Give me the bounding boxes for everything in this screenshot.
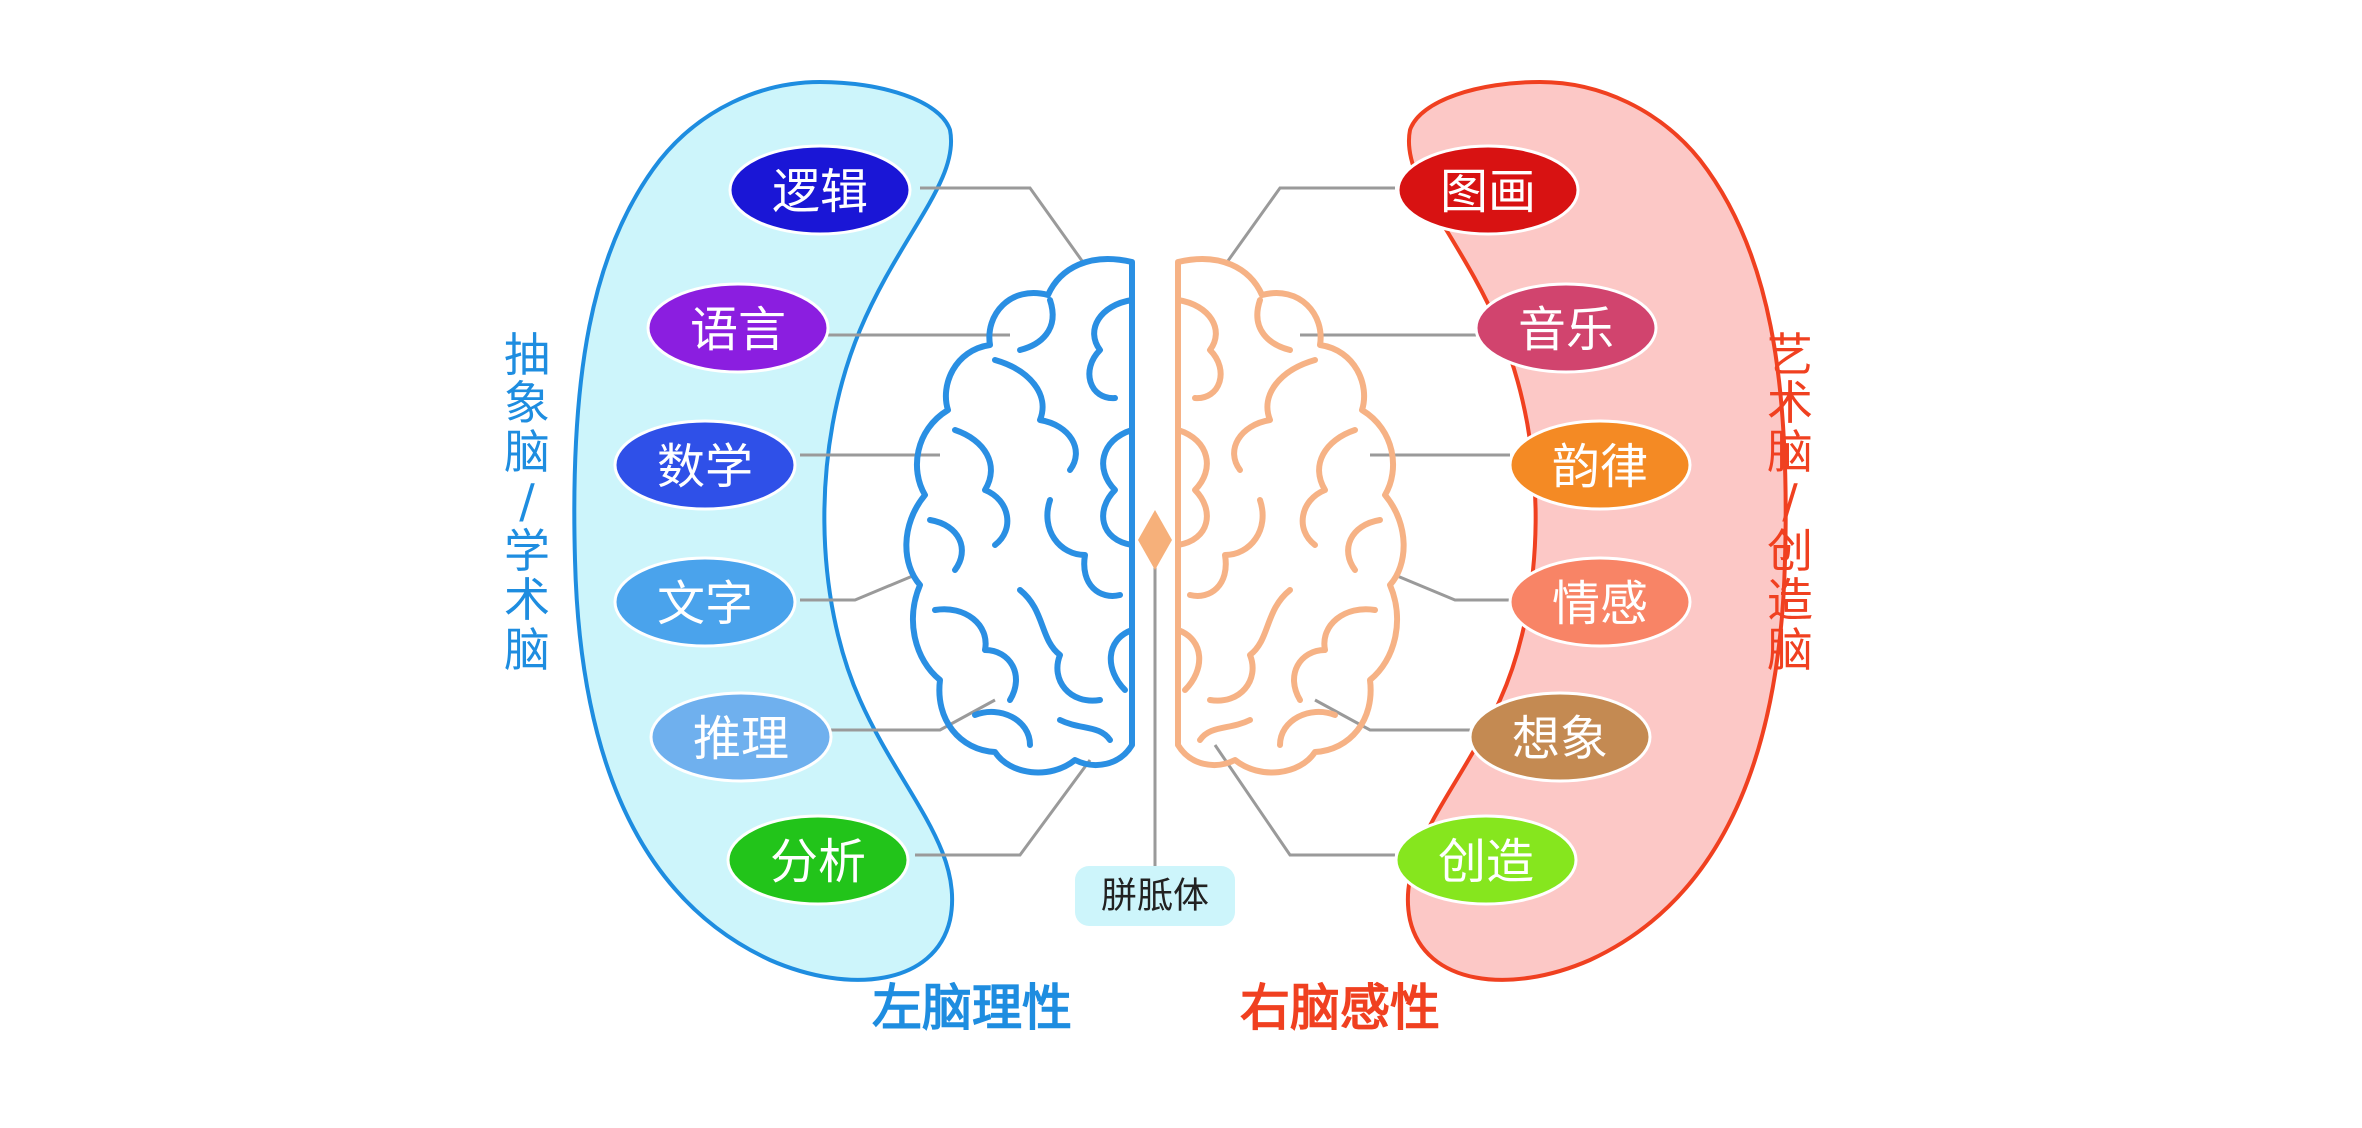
brain-fold (1197, 717, 1253, 743)
brain-fold (1187, 497, 1266, 599)
brain-fold (1207, 587, 1293, 704)
brain-fold (1057, 717, 1113, 743)
right-brain-hemisphere (1175, 256, 1407, 776)
brain-fold (972, 708, 1033, 748)
right-leader-lines (1153, 186, 1510, 870)
svg-text:图画: 图画 (1440, 164, 1536, 220)
brain-fold (1231, 357, 1318, 473)
brain-fold (1299, 427, 1358, 548)
right-pill-imagination: 想象 (1468, 691, 1652, 783)
svg-text:/: / (519, 474, 535, 528)
left-pill-logic: 逻辑 (728, 144, 912, 236)
svg-text:想象: 想象 (1512, 711, 1608, 767)
svg-text:创造: 创造 (1438, 834, 1534, 890)
svg-text:脑: 脑 (1767, 623, 1813, 677)
leader-line (830, 698, 996, 732)
left-pill-reasoning: 推理 (649, 691, 833, 783)
svg-text:推理: 推理 (693, 711, 789, 767)
svg-text:脑: 脑 (504, 623, 550, 677)
leader-line (800, 573, 916, 602)
brain-fold (1107, 627, 1135, 693)
brain-fold (1017, 587, 1103, 704)
corpus-callosum-label: 胼胝体 (1101, 876, 1209, 917)
left-pill-language: 语言 (646, 282, 830, 374)
svg-text:韵律: 韵律 (1552, 439, 1648, 495)
right-pill-drawing: 图画 (1396, 144, 1580, 236)
left-function-list: 逻辑 语言 数学 文字 推理 分析 (613, 144, 912, 906)
right-pill-music: 音乐 (1474, 282, 1658, 374)
svg-text:抽: 抽 (504, 328, 550, 382)
svg-text:脑: 脑 (504, 425, 550, 479)
left-brain-title: 左脑理性 (872, 979, 1072, 1037)
leader-line (915, 759, 1092, 857)
left-brain-hemisphere (903, 256, 1135, 776)
svg-text:术: 术 (504, 573, 550, 627)
brain-fold (1345, 517, 1383, 573)
corpus-callosum-node (1138, 510, 1172, 570)
brain-outline (1175, 256, 1407, 776)
brain-fold (1175, 427, 1210, 548)
brain-fold (932, 606, 1019, 703)
svg-text:逻辑: 逻辑 (772, 164, 868, 220)
svg-text:分析: 分析 (770, 834, 866, 890)
leader-line (1314, 698, 1470, 732)
svg-text:创: 创 (1767, 524, 1813, 578)
left-pill-math: 数学 (613, 419, 797, 511)
svg-text:造: 造 (1767, 573, 1813, 627)
brain-fold (1254, 297, 1293, 353)
svg-text:术: 术 (1767, 376, 1813, 430)
svg-text:情感: 情感 (1552, 576, 1648, 632)
brain-fold (1175, 627, 1203, 693)
brain-fold (992, 357, 1079, 473)
brain-outline (903, 256, 1135, 776)
brain-fold (952, 427, 1011, 548)
svg-text:学: 学 (504, 524, 550, 578)
brain-fold (1175, 297, 1224, 402)
left-side-label: 抽 象 脑 / 学 术 脑 (504, 328, 550, 677)
right-pill-rhythm: 韵律 (1508, 419, 1692, 511)
svg-text:语言: 语言 (690, 302, 786, 358)
svg-text:文字: 文字 (657, 576, 753, 632)
left-leader-lines (800, 186, 1092, 857)
brain-fold (927, 517, 965, 573)
svg-text:象: 象 (504, 376, 550, 430)
svg-text:脑: 脑 (1767, 425, 1813, 479)
leader-line (1213, 744, 1395, 857)
svg-text:/: / (1782, 474, 1798, 528)
right-function-list: 图画 音乐 韵律 情感 想象 创造 (1394, 144, 1692, 906)
leader-line (920, 186, 1087, 266)
right-side-label: 艺 术 脑 / 创 造 脑 (1767, 328, 1813, 677)
brain-fold (1277, 708, 1338, 748)
svg-text:音乐: 音乐 (1518, 302, 1614, 358)
brain-fold (1100, 427, 1135, 548)
brain-fold (1017, 297, 1056, 353)
leader-line (1394, 573, 1510, 602)
left-pill-analysis: 分析 (726, 814, 910, 906)
corpus-callosum-label-box (1075, 866, 1235, 926)
right-pill-emotion: 情感 (1508, 556, 1692, 648)
right-pill-creation: 创造 (1394, 814, 1578, 906)
left-pill-writing: 文字 (613, 556, 797, 648)
brain-fold (1291, 606, 1378, 703)
brain-fold (1044, 497, 1123, 599)
leader-line (1223, 186, 1395, 266)
svg-text:数学: 数学 (657, 439, 753, 495)
brain-fold (1086, 297, 1135, 402)
svg-text:艺: 艺 (1767, 328, 1813, 382)
right-brain-title: 右脑感性 (1240, 979, 1440, 1037)
